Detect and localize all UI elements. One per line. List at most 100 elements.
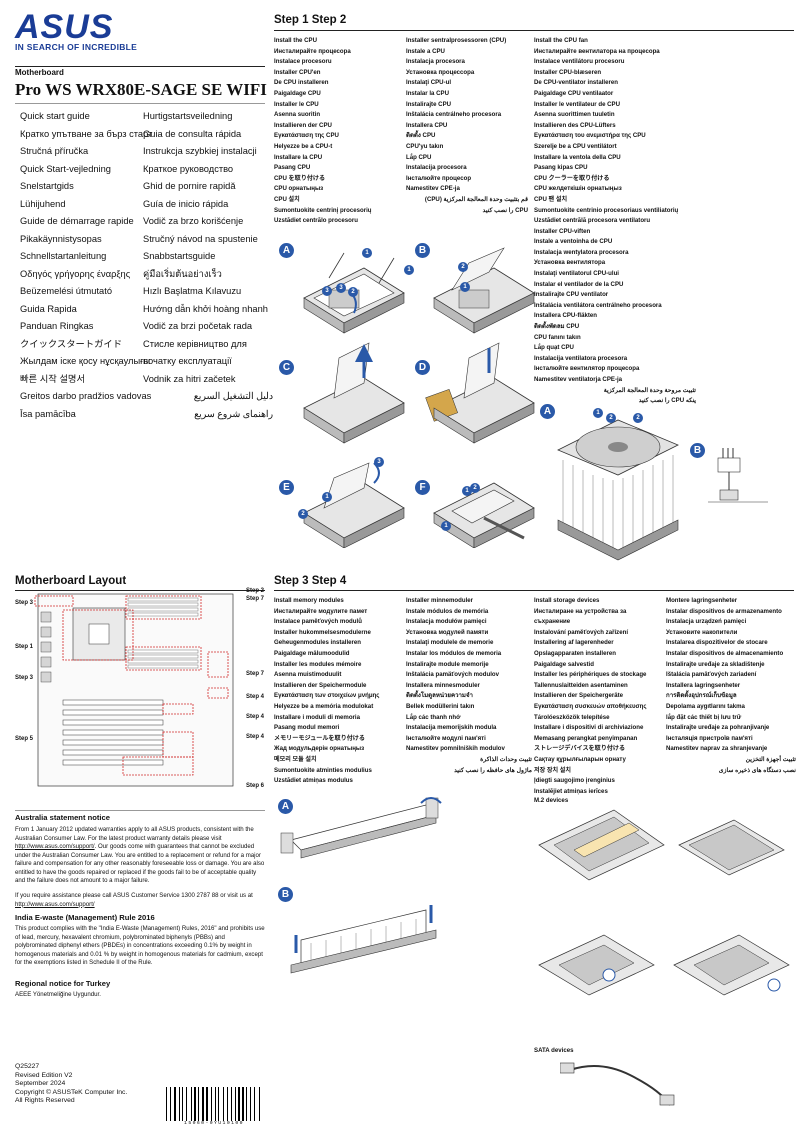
barcode-bar xyxy=(178,1087,180,1121)
instruction-line: Asenna suoritin xyxy=(274,111,321,119)
step-number-badge: 2 xyxy=(470,483,480,493)
barcode-bar xyxy=(246,1087,248,1121)
barcode-bar xyxy=(193,1087,194,1121)
m2-heading: M.2 devices xyxy=(534,797,569,804)
instruction-line: Inštalácia pamäťových modulov xyxy=(406,671,500,679)
guide-title: Snelstartgids xyxy=(20,181,74,191)
barcode-bar xyxy=(191,1087,192,1121)
instruction-line: Instalar dispositivos de armazenamento xyxy=(666,607,782,615)
instruction-line: Install storage devices xyxy=(534,597,600,604)
instruction-line: Инсталиране на устройства за съхранение xyxy=(534,607,627,626)
barcode-bar xyxy=(216,1087,217,1121)
panel-label-f: F xyxy=(415,480,430,495)
guide-title: راهنمای شروع سریع xyxy=(194,408,273,419)
panel-label-b: B xyxy=(415,243,430,258)
instruction-line: Installer le CPU xyxy=(274,100,319,108)
guide-title: دليل التشغيل السريع xyxy=(193,391,273,401)
guide-title: Краткое руководство xyxy=(143,163,234,174)
instruction-line: Sumontuokite centrinį procesorių xyxy=(274,206,372,214)
instruction-line: Paigaldage mälumoodulid xyxy=(274,649,350,657)
fan-heatsink xyxy=(557,419,679,561)
guide-title: Greitos darbo pradžios vadovas xyxy=(20,391,152,401)
barcode-bar xyxy=(245,1087,246,1121)
guide-title: Guía de inicio rápida xyxy=(143,198,229,209)
instruction-line: メモリーモジュールを取り付ける xyxy=(274,734,365,742)
guide-title: 빠른 시작 설명서 xyxy=(20,373,86,384)
instruction-line: Instalování paměťových zařízení xyxy=(534,628,629,636)
instruction-line: Install the CPU fan xyxy=(534,37,588,44)
instruction-line: 저장 장치 설치 xyxy=(534,766,572,774)
barcode-bar xyxy=(202,1087,204,1121)
model-name: Pro WS WRX80E-SAGE SE WIFI xyxy=(15,80,267,99)
instruction-line: Lắp các thanh nhớ xyxy=(406,713,461,721)
rights: All Rights Reserved xyxy=(15,1097,75,1105)
barcode-bar xyxy=(200,1087,201,1121)
barcode-bar xyxy=(258,1087,260,1121)
edition: Revised Edition V2 xyxy=(15,1071,73,1079)
barcode-bar xyxy=(250,1087,252,1121)
layout-step-label: Step 4 xyxy=(246,714,265,720)
sata-connector-diagram xyxy=(560,1062,675,1106)
memory-slot-b xyxy=(290,905,437,974)
instruction-line: CPU желдеткішін орнатыңыз xyxy=(534,185,622,193)
divider xyxy=(15,810,265,811)
barcode-bar xyxy=(205,1087,206,1121)
step-number-badge: 3 xyxy=(336,283,346,293)
instruction-line: Installer hukommelsesmodulerne xyxy=(274,628,371,636)
step-number-badge: 1 xyxy=(441,521,451,531)
instruction-line: CPU を取り付ける xyxy=(274,174,326,182)
guide-title: Beüzemelési útmutató xyxy=(20,286,112,296)
instruction-line: Installer les modules mémoire xyxy=(274,660,362,668)
guide-title: Stručný návod na spustenie xyxy=(143,233,258,244)
instruction-line: تثبيت أجهزة التخزين xyxy=(745,755,796,763)
layout-step-label: Step 4 xyxy=(246,734,265,740)
barcode-bar xyxy=(168,1087,169,1121)
barcode-bar xyxy=(197,1087,198,1121)
support-link-2[interactable]: http://www.asus.com/support/ xyxy=(15,900,95,908)
instruction-line: Pasang CPU xyxy=(274,164,311,172)
barcode-bar xyxy=(230,1087,232,1121)
instruction-line: Instalaţi CPU-ul xyxy=(406,79,452,87)
instruction-line: Instalace ventilátoru procesoru xyxy=(534,58,625,66)
barcode-bar xyxy=(181,1087,184,1121)
step-number-badge: 1 xyxy=(460,282,470,292)
instruction-line: CPU орнатыңыз xyxy=(274,185,324,193)
layout-step-label: Step 3 xyxy=(15,675,34,681)
footer-info: Q25227 Revised Edition V2 September 2024… xyxy=(15,1063,127,1106)
barcode-bar xyxy=(237,1087,240,1121)
panel-label-c: C xyxy=(279,360,294,375)
instruction-line: Instale a ventoinha de CPU xyxy=(534,238,613,246)
guide-title: Hızlı Başlatma Kılavuzu xyxy=(143,286,242,296)
layout-step-label: Step 7 xyxy=(246,671,265,677)
divider xyxy=(15,66,265,67)
india-notice-title: India E-waste (Management) Rule 2016 xyxy=(15,913,155,922)
fan-label-a: A xyxy=(540,404,555,419)
instruction-line: Жад модульдерін орнатыңыз xyxy=(274,745,365,753)
instruction-line: Инсталирайте процесора xyxy=(274,47,351,55)
instruction-line: Instale módulos de memória xyxy=(406,607,489,615)
panel-f xyxy=(433,482,535,548)
instruction-line: Installare i moduli di memoria xyxy=(274,713,361,721)
instruction-line: CPU 팬 설치 xyxy=(534,195,568,203)
panel-b xyxy=(433,247,535,334)
instruction-line: Установка модулей памяти xyxy=(406,628,489,636)
support-link[interactable]: http://www.asus.com/support/ xyxy=(15,843,95,850)
guide-title: Стисле керівництво для початку експлуата… xyxy=(143,338,247,367)
layout-step-label: Step 2 xyxy=(246,588,265,594)
m2-board-4 xyxy=(673,934,790,996)
guide-title: Īsa pamācība xyxy=(20,408,76,419)
instruction-line: Sumontuokite atminties modulius xyxy=(274,766,372,774)
instruction-line: CPU را نصب کنید xyxy=(482,206,528,214)
australia-notice-body: From 1 January 2012 updated warranties a… xyxy=(15,826,265,884)
barcode-bar xyxy=(228,1087,229,1121)
instruction-line: Установка процессора xyxy=(406,68,475,76)
barcode-bar xyxy=(252,1087,253,1121)
barcode-bar xyxy=(248,1087,249,1121)
instruction-line: Instalar los módulos de memoria xyxy=(406,649,502,657)
instruction-line: Instalējiet atmiņas ierīces xyxy=(534,787,608,795)
panel-label-a: A xyxy=(279,243,294,258)
fan-label-b: B xyxy=(690,443,705,458)
instruction-line: Sumontuokite centrinio procesoriaus vent… xyxy=(534,206,679,214)
